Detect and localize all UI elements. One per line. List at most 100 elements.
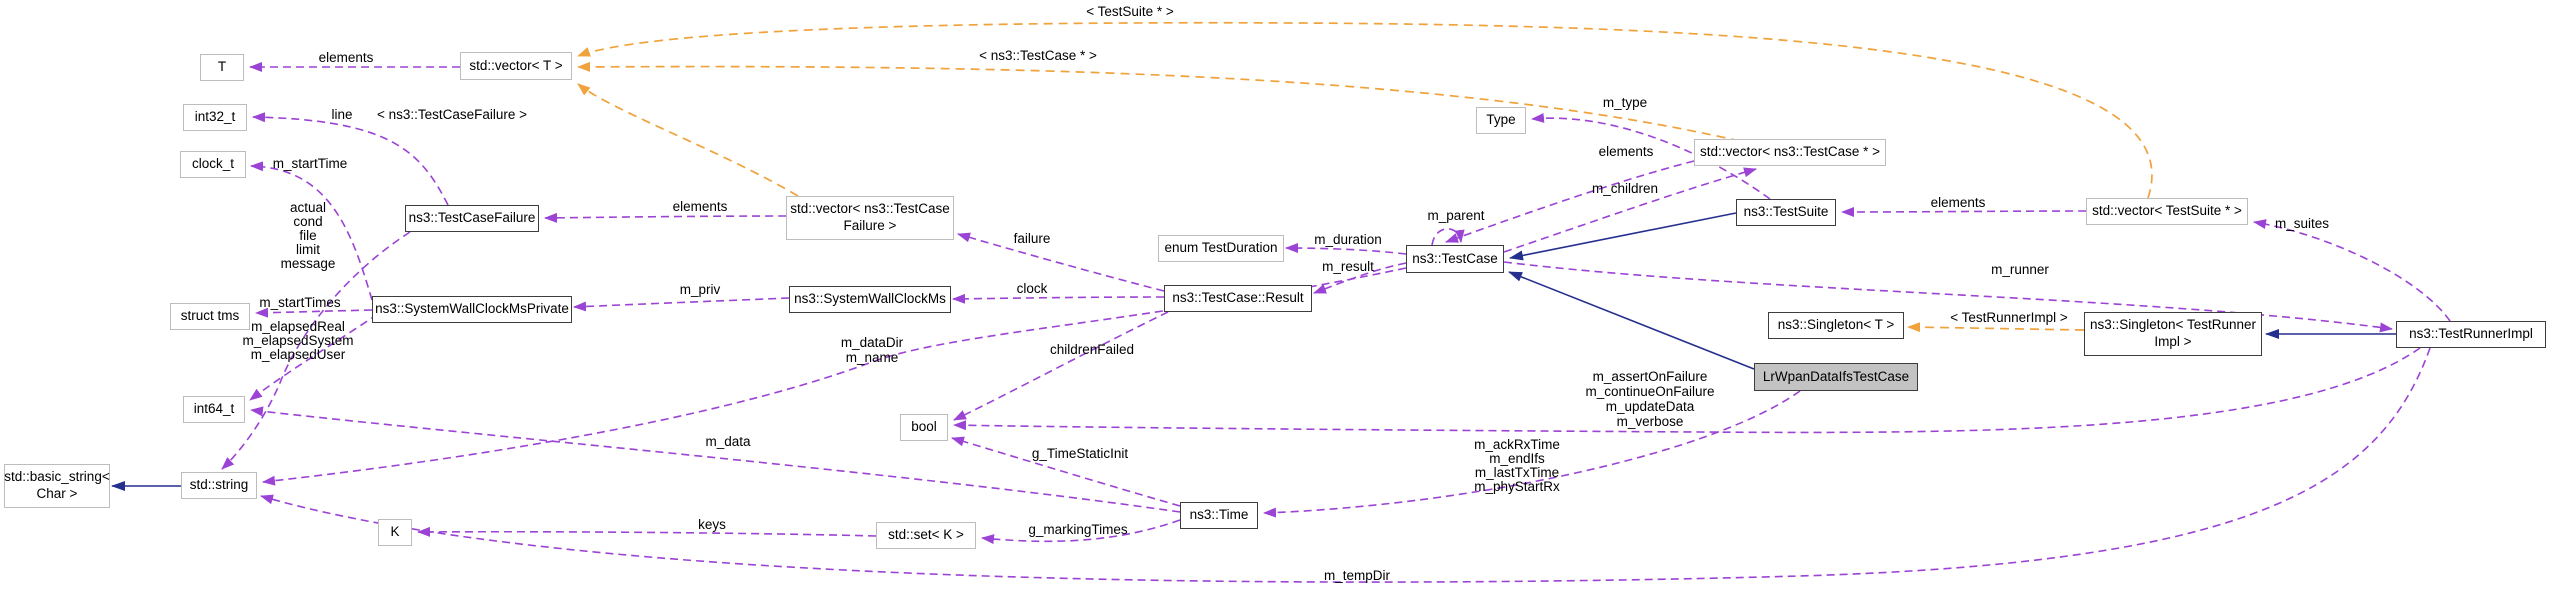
node-std-vector-testcase-ptr: std::vector< ns3::TestCase * > — [1694, 139, 1886, 166]
edge-lrwpan-times — [1263, 390, 1801, 518]
edge-clock — [952, 293, 1165, 304]
edge-label-m-elapsedSystem: m_elapsedSystem — [242, 333, 353, 348]
edge-label-m-phyStartRx: m_phyStartRx — [1474, 479, 1560, 494]
edge-label-m-result: m_result — [1322, 259, 1374, 274]
edge-elements-testcase — [1445, 160, 1695, 243]
edge-g-TimeStaticInit — [951, 436, 1181, 507]
edge-m-runner — [1503, 261, 2393, 333]
edge-label-m-elapsedUser: m_elapsedUser — [251, 347, 346, 362]
node-enum-testduration: enum TestDuration — [1158, 235, 1284, 262]
node-std-vector-testsuite-ptr: std::vector< TestSuite * > — [2086, 198, 2248, 225]
edge-label-failure: failure — [1014, 231, 1051, 246]
node-ns3-systemwallclockmsprivate[interactable]: ns3::SystemWallClockMsPrivate — [372, 296, 572, 323]
edge-label-m-continueOnFailure: m_continueOnFailure — [1585, 384, 1714, 399]
edge-inherit-lrwpan-testcase — [1508, 271, 1755, 370]
edge-label-m-runner: m_runner — [1991, 262, 2049, 277]
edge-m-data — [250, 406, 1181, 513]
edge-label-m-name: m_name — [846, 350, 899, 365]
node-std-vector-t: std::vector< T > — [460, 52, 572, 80]
edge-label-line: line — [331, 107, 352, 122]
node-ns3-testrunnerimpl[interactable]: ns3::TestRunnerImpl — [2396, 321, 2546, 348]
node-ns3-singleton-t[interactable]: ns3::Singleton< T > — [1768, 312, 1904, 339]
edge-label-m-priv: m_priv — [680, 282, 721, 297]
edge-label-message: message — [281, 256, 336, 271]
edge-label-m-type: m_type — [1603, 95, 1647, 110]
node-ns3-systemwallclockms[interactable]: ns3::SystemWallClockMs — [789, 286, 951, 313]
edge-g-markingTimes — [981, 519, 1181, 545]
edge-label-m-elapsedReal: m_elapsedReal — [251, 319, 345, 334]
edge-label-m-updateData: m_updateData — [1606, 399, 1695, 414]
edge-label-m-tempDir: m_tempDir — [1324, 568, 1391, 583]
edge-label-m-dataDir: m_dataDir — [841, 335, 904, 350]
edge-label-elements-vec-tsp: elements — [1931, 195, 1986, 210]
node-std-string: std::string — [181, 472, 257, 499]
edge-label-elements-vec-tcf: elements — [673, 199, 728, 214]
edge-m-type — [1531, 112, 1771, 200]
node-int64-t: int64_t — [183, 396, 245, 423]
edge-label-template-testrunnerimpl: < TestRunnerImpl > — [1950, 310, 2068, 325]
node-K: K — [378, 519, 412, 546]
edge-label-m-ackRxTime: m_ackRxTime — [1474, 437, 1560, 452]
edge-m-children — [1503, 167, 1757, 253]
edge-label-elements-vec-t: elements — [319, 50, 374, 65]
edge-keys — [417, 526, 877, 537]
edge-testrunner-bools — [953, 347, 2421, 434]
edge-m-parent-loop — [1431, 228, 1465, 246]
edge-label-limit: limit — [296, 242, 320, 257]
edge-label-g-TimeStaticInit: g_TimeStaticInit — [1032, 446, 1129, 461]
node-lrwpandataifstestcase: LrWpanDataIfsTestCase — [1754, 363, 1918, 391]
edge-label-template-testcase: < ns3::TestCase * > — [979, 48, 1097, 63]
edge-label-m-data: m_data — [705, 434, 751, 449]
edge-label-childrenFailed: childrenFailed — [1050, 342, 1134, 357]
edge-label-m-verbose: m_verbose — [1617, 414, 1684, 429]
edge-m-startTimes — [255, 307, 373, 318]
node-T: T — [200, 54, 244, 81]
edge-elements-testsuite — [1841, 206, 2087, 217]
edge-label-template-testcasefailure: < ns3::TestCaseFailure > — [377, 107, 527, 122]
edge-template-testcase-ptr — [577, 61, 1741, 142]
edge-elements-vec-tcf — [544, 212, 787, 223]
edge-label-g-markingTimes: g_markingTimes — [1028, 522, 1128, 537]
edge-m-suites — [2253, 219, 2451, 322]
node-ns3-testcase[interactable]: ns3::TestCase — [1406, 245, 1504, 273]
node-bool: bool — [900, 414, 948, 441]
node-type: Type — [1476, 107, 1526, 134]
edge-template-testrunnerimpl — [1907, 322, 2085, 333]
node-ns3-testcase-result[interactable]: ns3::TestCase::Result — [1164, 285, 1312, 312]
edge-label-m-startTime: m_startTime — [273, 156, 348, 171]
edge-label-m-startTimes: m_startTimes — [259, 295, 341, 310]
edge-template-testsuite-ptr — [577, 21, 2153, 199]
edge-label-file: file — [299, 228, 316, 243]
edge-label-keys: keys — [698, 517, 726, 532]
edge-m-startTime — [250, 161, 373, 301]
edge-label-template-testsuite: < TestSuite * > — [1086, 4, 1174, 19]
edge-label-cond: cond — [293, 214, 322, 229]
edge-label-m-lastTxTime: m_lastTxTime — [1475, 465, 1559, 480]
edge-failure — [957, 232, 1165, 292]
edge-testcasefailure-strings — [221, 231, 411, 470]
node-ns3-testsuite[interactable]: ns3::TestSuite — [1736, 199, 1836, 226]
node-ns3-testcasefailure[interactable]: ns3::TestCaseFailure — [405, 205, 539, 232]
node-struct-tms: struct tms — [170, 303, 250, 330]
edge-label-m-parent: m_parent — [1427, 208, 1484, 223]
edge-label-m-duration: m_duration — [1314, 232, 1382, 247]
edge-label-clock: clock — [1017, 281, 1048, 296]
edge-m-elapsed — [249, 313, 379, 401]
node-std-basic-string-char: std::basic_string<Char > — [4, 464, 110, 508]
node-ns3-time[interactable]: ns3::Time — [1180, 502, 1258, 529]
edge-template-testcasefailure — [577, 83, 799, 197]
node-clock-t: clock_t — [180, 151, 246, 178]
node-int32-t: int32_t — [183, 104, 247, 131]
edge-label-actual: actual — [290, 200, 326, 215]
edge-label-m-children: m_children — [1592, 181, 1658, 196]
edge-label-m-suites: m_suites — [2275, 216, 2329, 231]
edge-label-elements-vec-tcp: elements — [1599, 144, 1654, 159]
edge-inherit-testsuite-testcase — [1509, 212, 1737, 261]
edge-m-priv — [573, 297, 790, 312]
edge-label-m-assertOnFailure: m_assertOnFailure — [1593, 369, 1708, 384]
edge-m-duration — [1285, 243, 1407, 255]
